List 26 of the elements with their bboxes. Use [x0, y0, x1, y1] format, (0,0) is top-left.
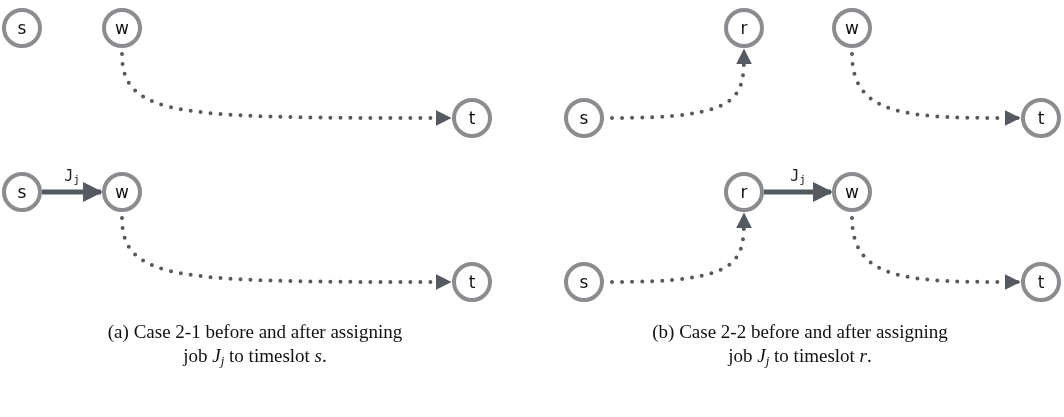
arrow — [120, 52, 452, 126]
edge-label: J$_{j}$ — [64, 167, 80, 186]
arrow — [850, 52, 1021, 126]
arrow — [120, 216, 452, 290]
node-circle: s — [564, 262, 604, 302]
caption: (a) Case 2-1 before and after assigning job J$_{j}$ to timeslot s. — [106, 320, 404, 370]
node-circle: w — [832, 172, 872, 212]
node-circle: s — [564, 98, 604, 138]
edge-label: J$_{j}$ — [790, 167, 806, 186]
node-circle: w — [102, 8, 142, 48]
node-circle: t — [452, 98, 492, 138]
node-circle: s — [2, 172, 42, 212]
arrow — [610, 212, 752, 284]
arrow — [850, 216, 1021, 290]
caption: (b) Case 2-2 before and after assigning job J$_{j}$ to timeslot r. — [651, 320, 949, 370]
node-circle: t — [1021, 262, 1061, 302]
node-circle: s — [2, 8, 42, 48]
node-circle: r — [724, 172, 764, 212]
node-circle: w — [832, 8, 872, 48]
arrow — [764, 182, 833, 202]
arrow — [42, 182, 103, 202]
node-circle: t — [452, 262, 492, 302]
node-circle: w — [102, 172, 142, 212]
arrow — [610, 48, 752, 120]
node-circle: r — [724, 8, 764, 48]
node-circle: t — [1021, 98, 1061, 138]
